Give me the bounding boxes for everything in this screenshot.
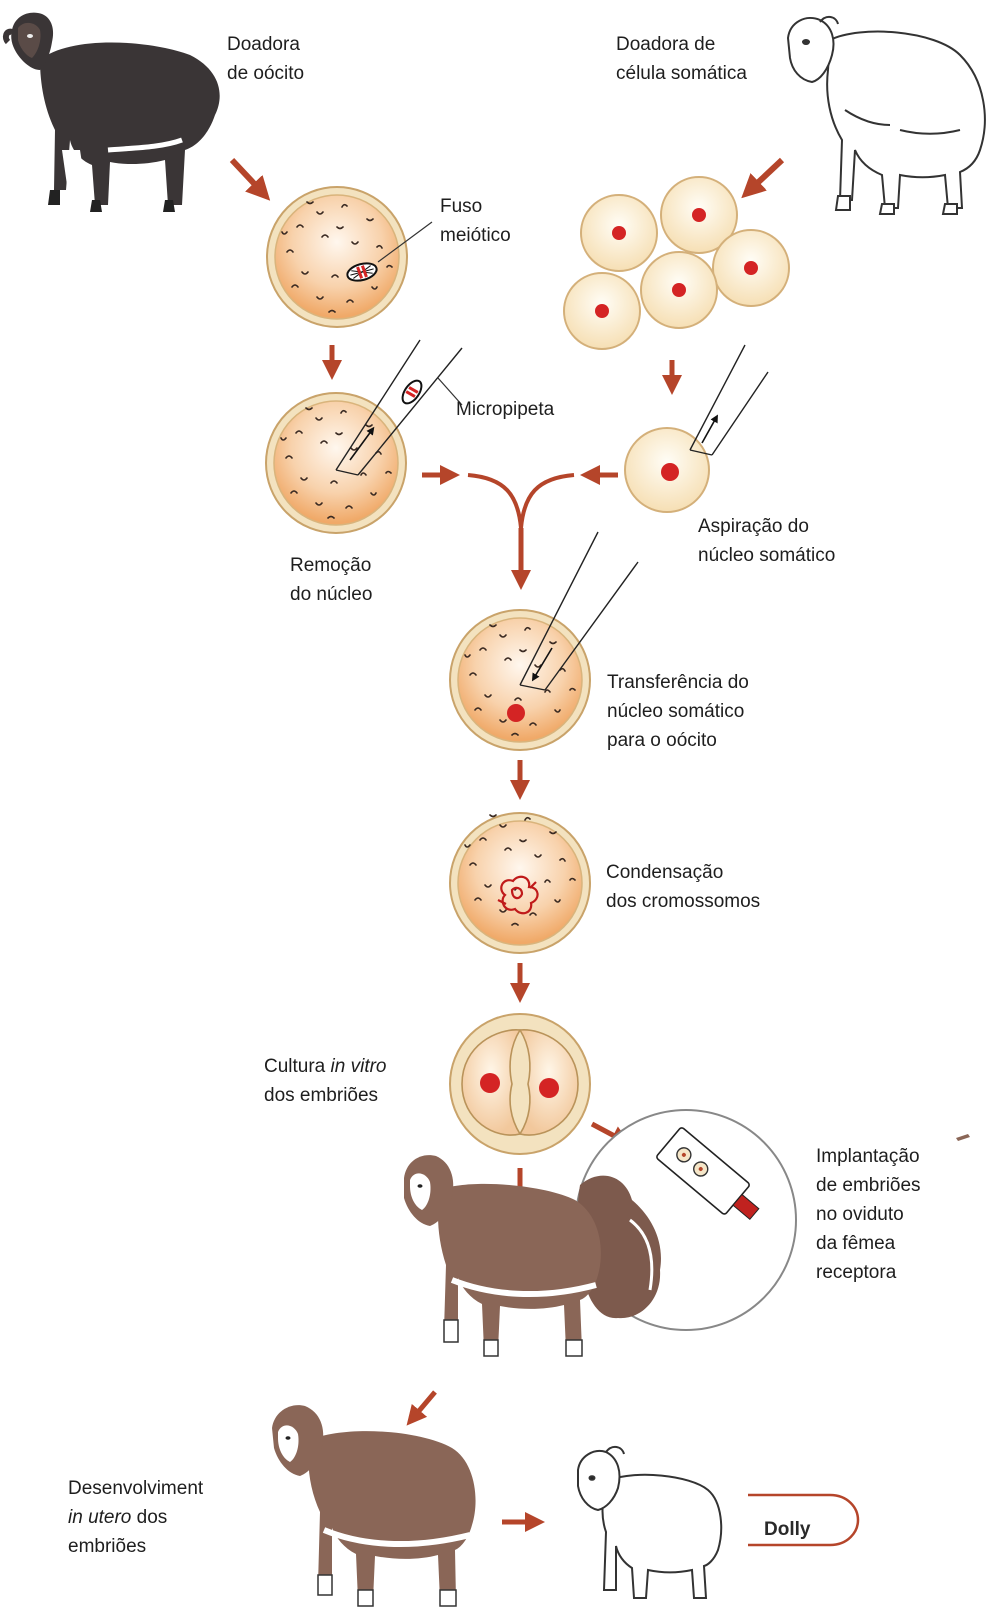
pregnant-sheep-icon	[272, 1405, 476, 1606]
label-condensation: Condensação dos cromossomos	[606, 858, 760, 916]
label-transfer: Transferência do núcleo somático para o …	[607, 668, 749, 755]
two-cell-embryo	[450, 1014, 590, 1154]
arrow-somatic-donor	[750, 160, 782, 190]
dolly-lamb-icon	[578, 1447, 721, 1598]
label-micropipette: Micropipeta	[456, 395, 554, 424]
label-implantation: Implantação de embriões no oviduto da fê…	[816, 1142, 921, 1287]
decorative-mark-icon	[956, 1134, 970, 1141]
label-nucleus-removal: Remoção do núcleo	[290, 551, 372, 609]
oocyte-cell	[267, 187, 432, 327]
label-dolly: Dolly	[764, 1519, 810, 1541]
label-oocyte-donor: Doadora de oócito	[227, 30, 304, 88]
label-development: Desenvolviment in utero dos embriões	[68, 1474, 203, 1561]
somatic-donor-sheep-icon	[788, 17, 985, 214]
label-somatic-donor: Doadora de célula somática	[616, 30, 747, 88]
recipient-sheep-icon	[404, 1155, 601, 1356]
oocyte-donor-sheep-icon	[6, 13, 220, 212]
label-culture: Cultura in vitro dos embriões	[264, 1052, 387, 1110]
implantation-zoom	[576, 1110, 796, 1330]
arrow-oocyte-donor	[232, 160, 262, 192]
condensation-cell	[450, 813, 590, 953]
somatic-aspiration-cell	[625, 345, 768, 512]
label-meiotic-spindle: Fuso meiótico	[440, 192, 511, 250]
enucleation-cell	[266, 340, 462, 533]
somatic-cells	[564, 177, 789, 349]
label-somatic-aspiration: Aspiração do núcleo somático	[698, 512, 835, 570]
